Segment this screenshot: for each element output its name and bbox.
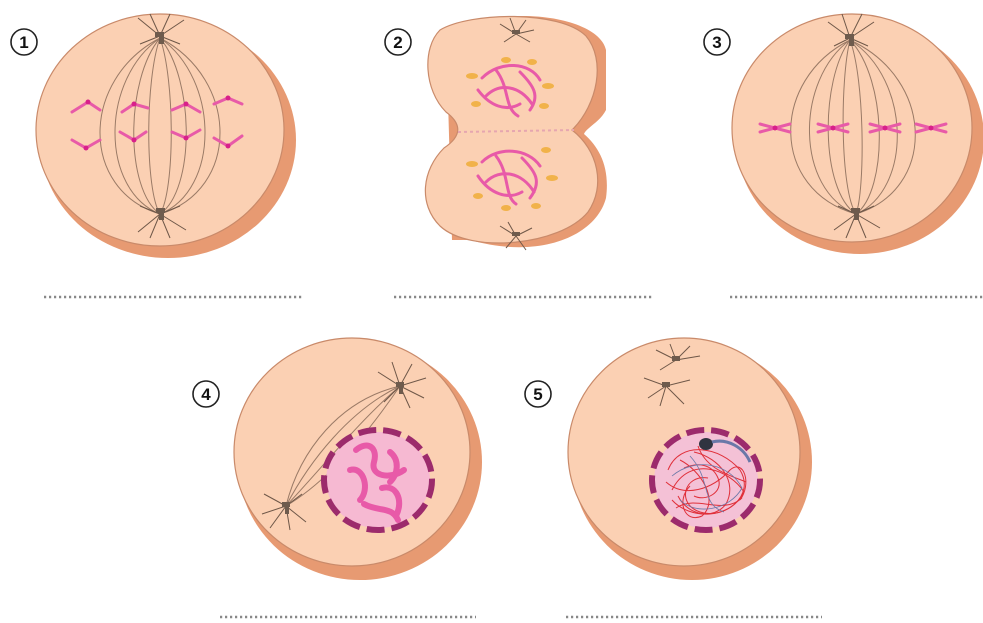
cell-3 <box>732 14 983 254</box>
panel-4: 4 <box>193 338 482 617</box>
cell-1 <box>36 14 296 258</box>
panel-2: 2 <box>385 16 652 297</box>
cell-2 <box>425 16 607 250</box>
svg-text:5: 5 <box>533 385 542 404</box>
number-badge-5: 5 <box>525 381 551 407</box>
panel-3: 3 <box>704 14 983 297</box>
panel-1: 1 <box>11 14 302 297</box>
number-badge-4: 4 <box>193 381 219 407</box>
nucleolus <box>699 438 713 450</box>
cell-5 <box>568 338 812 580</box>
svg-text:3: 3 <box>712 33 721 52</box>
svg-text:2: 2 <box>393 33 402 52</box>
panel-5: 5 <box>525 338 822 617</box>
number-badge-3: 3 <box>704 29 730 55</box>
number-badge-2: 2 <box>385 29 411 55</box>
svg-text:4: 4 <box>201 385 211 404</box>
svg-text:1: 1 <box>19 33 28 52</box>
number-badge-1: 1 <box>11 29 37 55</box>
cell-4 <box>234 338 482 580</box>
